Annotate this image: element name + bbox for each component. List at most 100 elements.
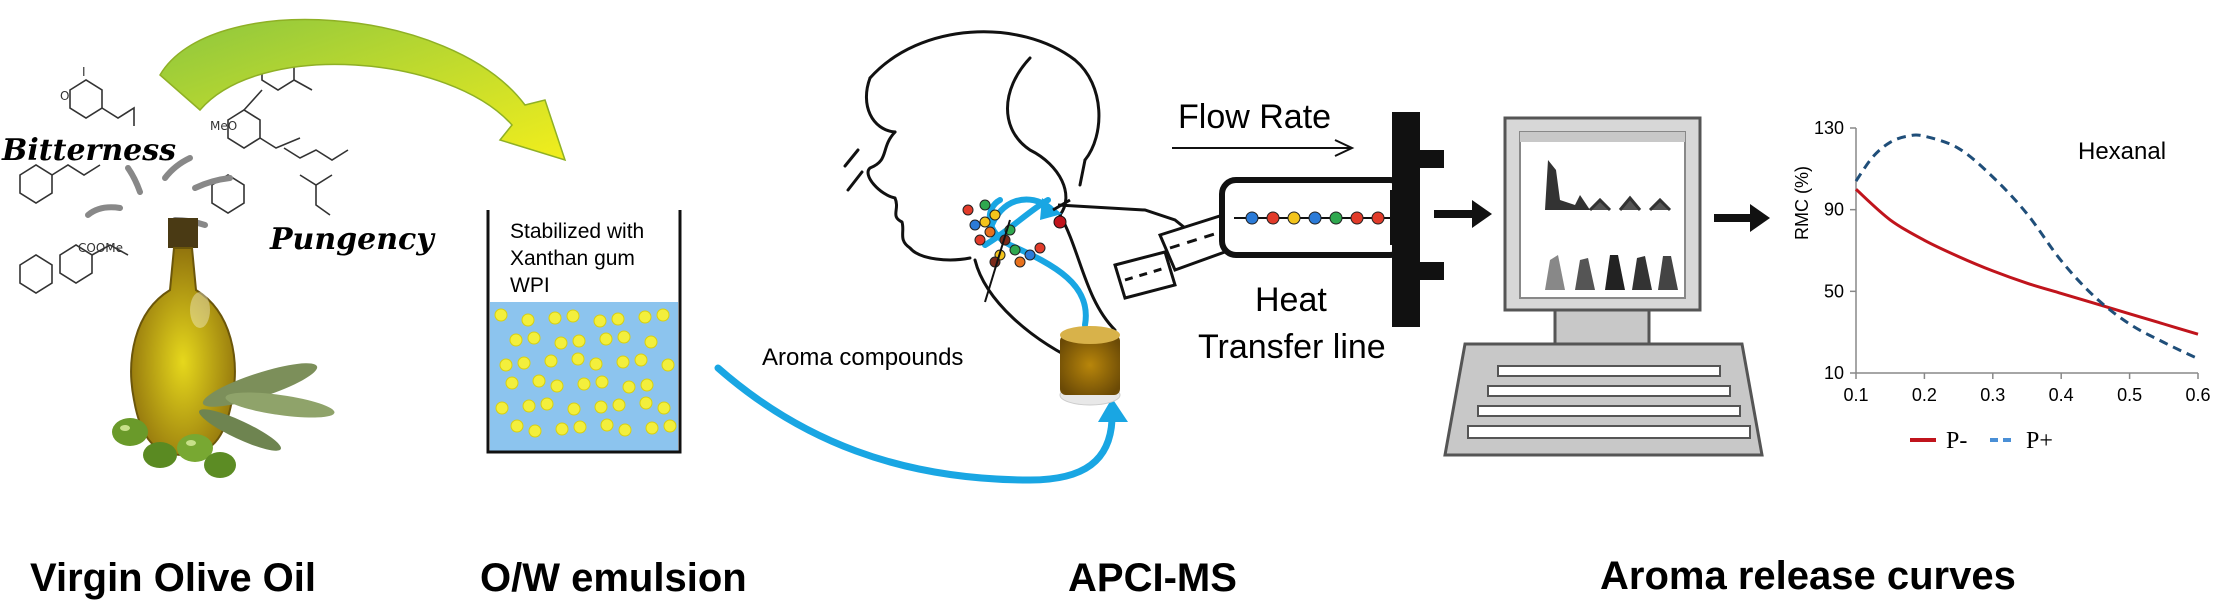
caption-virgin-olive-oil: Virgin Olive Oil bbox=[30, 556, 317, 600]
oil-droplet bbox=[622, 380, 636, 394]
y-tick-label: 90 bbox=[1824, 200, 1844, 220]
oil-droplet bbox=[656, 308, 670, 322]
oil-droplet bbox=[510, 419, 524, 433]
phenolic-molecules-icon bbox=[19, 51, 349, 294]
chart-ylabel: RMC (%) bbox=[1792, 166, 1812, 240]
oil-droplet bbox=[571, 352, 585, 366]
aroma-dot bbox=[979, 216, 991, 228]
svg-text:I: I bbox=[82, 65, 86, 79]
olive-to-emulsion-arrow bbox=[159, 18, 567, 162]
transfer-line-label: Transfer line bbox=[1198, 328, 1386, 366]
oil-droplet bbox=[612, 398, 626, 412]
compound-dot bbox=[1266, 211, 1280, 225]
caption-ow-emulsion: O/W emulsion bbox=[480, 556, 747, 600]
svg-text:O: O bbox=[60, 89, 69, 103]
y-tick-label: 50 bbox=[1824, 281, 1844, 301]
bitterness-label: Bitterness bbox=[2, 133, 177, 168]
oil-droplet bbox=[639, 396, 653, 410]
compound-dot bbox=[1329, 211, 1343, 225]
oil-droplet bbox=[595, 375, 609, 389]
compound-dot bbox=[1245, 211, 1259, 225]
aroma-dot bbox=[989, 209, 1001, 221]
olive-oil-section: I O OH OMe MeO COOMe bbox=[19, 18, 567, 478]
emulsion-note-line2: Xanthan gum bbox=[510, 247, 635, 270]
oil-droplet bbox=[521, 313, 535, 327]
aroma-pointer-line bbox=[984, 219, 1011, 303]
chart-series bbox=[1854, 133, 2199, 361]
breath-arrowhead bbox=[1040, 198, 1062, 220]
chart-legend: P- P+ bbox=[1910, 428, 2053, 454]
emulsion-note-line3: WPI bbox=[510, 274, 550, 297]
chart-title: Hexanal bbox=[2078, 138, 2167, 165]
oil-droplet bbox=[522, 399, 536, 413]
oil-droplet bbox=[594, 400, 608, 414]
emulsion-to-cup-arrowhead bbox=[1098, 398, 1128, 422]
oil-droplet bbox=[573, 420, 587, 434]
aroma-dot bbox=[979, 199, 991, 211]
emulsion-beaker bbox=[486, 210, 682, 454]
chart-axes bbox=[1850, 127, 2199, 379]
aroma-dot bbox=[1034, 242, 1046, 254]
oil-droplet bbox=[600, 418, 614, 432]
aroma-dot bbox=[984, 226, 996, 238]
head-profile-icon bbox=[843, 30, 1117, 367]
emulsion-to-cup-arrow bbox=[714, 364, 1116, 484]
oil-droplet bbox=[527, 331, 541, 345]
oil-droplet bbox=[617, 330, 631, 344]
aroma-compound-dots bbox=[962, 199, 1046, 268]
olives-and-leaves-icon bbox=[112, 363, 335, 478]
aroma-dot bbox=[1024, 249, 1036, 261]
oil-droplet bbox=[494, 308, 508, 322]
y-tick-label: 10 bbox=[1824, 363, 1844, 383]
oil-droplets bbox=[494, 308, 677, 438]
aroma-dot bbox=[1014, 256, 1026, 268]
x-tick-label: 0.6 bbox=[2185, 385, 2210, 405]
heat-transfer-line-box bbox=[1219, 177, 1407, 258]
sample-cup-icon bbox=[1059, 326, 1121, 406]
y-tick-label: 130 bbox=[1814, 118, 1844, 138]
x-tick-label: 0.2 bbox=[1912, 385, 1937, 405]
pungency-label: Pungency bbox=[270, 222, 434, 257]
x-tick-label: 0.3 bbox=[1980, 385, 2005, 405]
svg-text:COOMe: COOMe bbox=[78, 241, 123, 255]
oil-droplet bbox=[554, 336, 568, 350]
legend-label: P- bbox=[1946, 428, 1967, 454]
oil-droplet bbox=[567, 402, 581, 416]
oil-droplet bbox=[640, 378, 654, 392]
oil-droplet bbox=[644, 335, 658, 349]
compound-dot bbox=[1350, 211, 1364, 225]
caption-apci-ms: APCI-MS bbox=[1068, 556, 1237, 600]
oil-droplet bbox=[599, 332, 613, 346]
oil-droplet bbox=[618, 423, 632, 437]
oil-droplet bbox=[611, 312, 625, 326]
oil-droplet bbox=[528, 424, 542, 438]
compound-dot bbox=[1371, 211, 1385, 225]
oil-droplet bbox=[645, 421, 659, 435]
caption-aroma-release-curves: Aroma release curves bbox=[1600, 554, 2016, 598]
oil-droplet bbox=[555, 422, 569, 436]
oil-droplet bbox=[495, 401, 509, 415]
chromatogram-peaks bbox=[1545, 160, 1678, 290]
oil-droplet bbox=[634, 353, 648, 367]
oil-droplet bbox=[657, 401, 671, 415]
oil-droplet bbox=[577, 377, 591, 391]
x-tick-label: 0.4 bbox=[2049, 385, 2074, 405]
aroma-compounds-label: Aroma compounds bbox=[762, 344, 964, 371]
series-line-p-plus bbox=[1854, 133, 2199, 361]
emulsion-note-line1: Stabilized with bbox=[510, 220, 645, 243]
aroma-dot bbox=[974, 234, 986, 246]
flow-rate-label: Flow Rate bbox=[1178, 98, 1332, 136]
legend-label: P+ bbox=[2026, 428, 2053, 454]
oil-droplet bbox=[509, 333, 523, 347]
oil-droplet bbox=[589, 357, 603, 371]
aroma-dot bbox=[969, 219, 981, 231]
oil-droplet bbox=[544, 354, 558, 368]
oil-droplet bbox=[593, 314, 607, 328]
aroma-burst-lines bbox=[85, 155, 233, 228]
oil-droplet bbox=[517, 356, 531, 370]
oil-droplet bbox=[532, 374, 546, 388]
x-tick-label: 0.5 bbox=[2117, 385, 2142, 405]
heat-label: Heat bbox=[1255, 281, 1327, 319]
